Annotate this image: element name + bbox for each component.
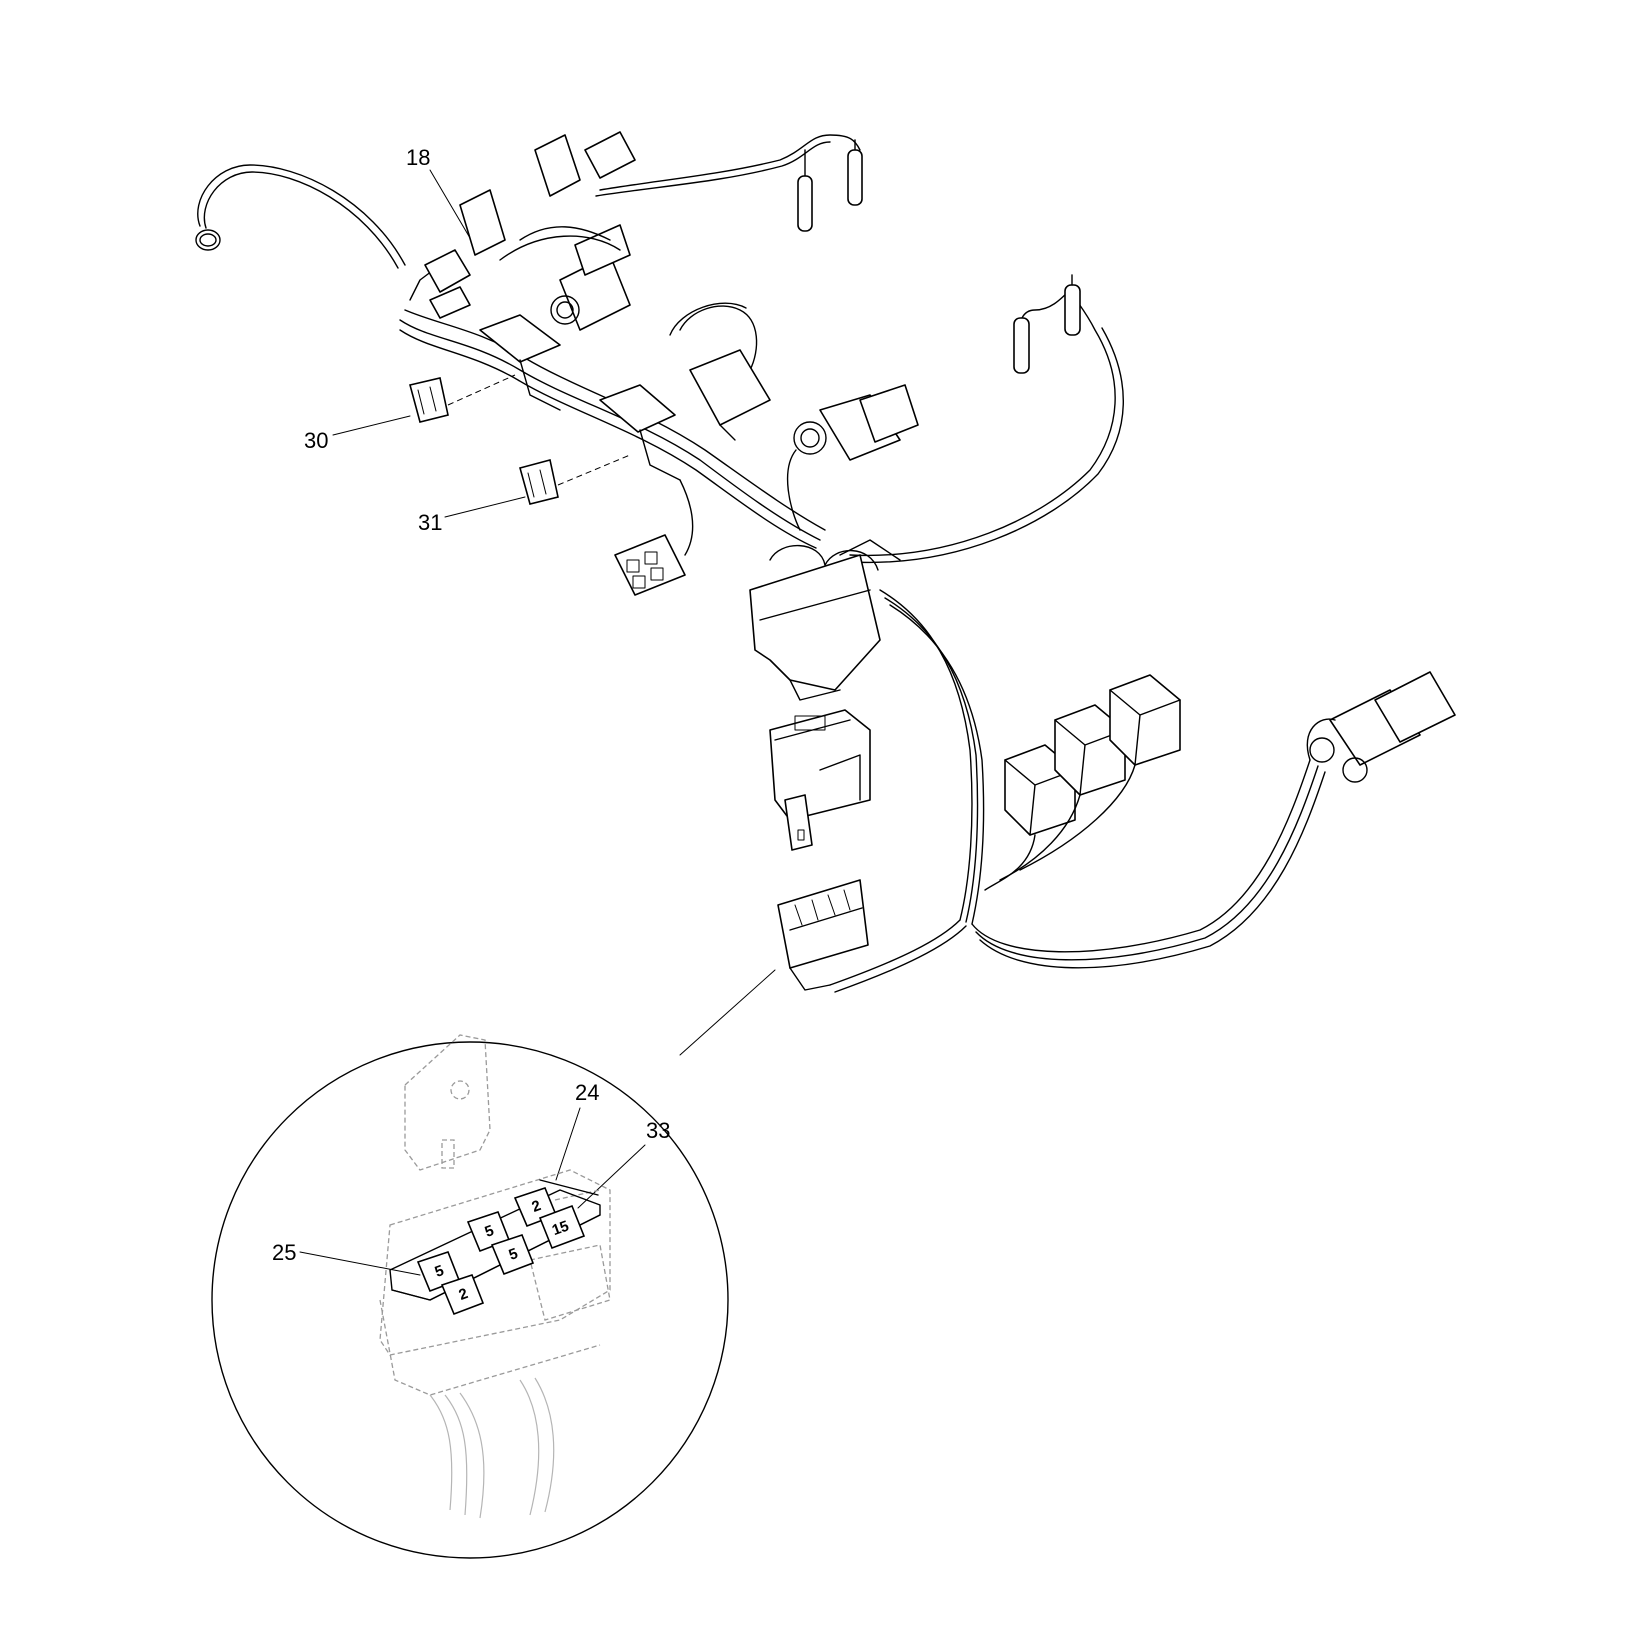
- inline-fuse-holders: [479, 314, 681, 481]
- far-right-connectors: [1306, 671, 1456, 783]
- callout-leaders: [299, 169, 776, 1276]
- fuse-2-bottom: 2: [440, 1274, 485, 1316]
- detail-view: 2 15 5 5 5 2: [211, 1034, 729, 1559]
- ring-terminal-lead: [195, 164, 406, 269]
- right-branch-leads: [829, 589, 1326, 993]
- detail-circle: [211, 1041, 729, 1559]
- callout-labels: 18 30 31 24 33 25: [272, 145, 670, 1265]
- callout-31: 31: [418, 510, 442, 535]
- detail-fuses: 2 15 5 5 5 2: [416, 1187, 586, 1316]
- loose-fuses: [409, 374, 631, 505]
- upper-connector-cluster: [424, 131, 636, 331]
- callout-18: 18: [406, 145, 430, 170]
- top-right-sensor-lead: [595, 134, 863, 232]
- right-sensor-lead: [849, 274, 1124, 564]
- fuse-box: [777, 794, 869, 991]
- four-pin-connector: [614, 479, 694, 596]
- detail-fuse-block: [389, 1179, 601, 1301]
- harness-assembly: [195, 131, 1456, 993]
- relay-connectors: [984, 674, 1181, 891]
- callout-30: 30: [304, 428, 328, 453]
- detail-ghost-housing: [379, 1034, 611, 1519]
- callout-25: 25: [272, 1240, 296, 1265]
- fuse-label: 15: [550, 1218, 571, 1240]
- fuse-15: 15: [538, 1204, 586, 1250]
- connector-boot: [769, 709, 871, 821]
- center-connectors: [669, 302, 919, 531]
- double-head-connector: [749, 539, 901, 701]
- callout-24: 24: [575, 1080, 599, 1105]
- fuse-5-left: 5: [416, 1251, 461, 1293]
- callout-33: 33: [646, 1118, 670, 1143]
- fuse-5-middle: 5: [490, 1234, 535, 1276]
